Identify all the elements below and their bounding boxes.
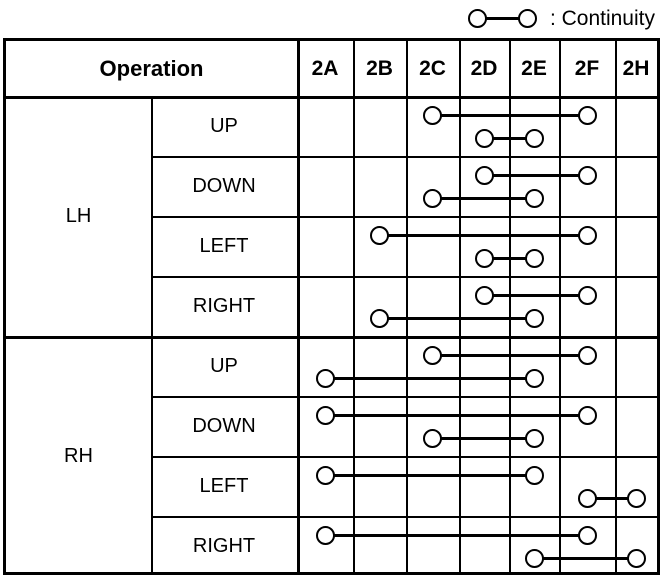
vline-col-0 bbox=[297, 41, 300, 572]
link-node-2b bbox=[370, 225, 389, 245]
link-node-2h bbox=[626, 548, 646, 568]
link-node-2a bbox=[315, 525, 335, 545]
hline-row-5 bbox=[151, 396, 657, 398]
legend: : Continuity bbox=[0, 0, 663, 36]
hline-row-7 bbox=[151, 516, 657, 518]
link-node-2d bbox=[474, 128, 494, 148]
link-node-2f bbox=[577, 525, 597, 545]
link-node-2f bbox=[577, 405, 597, 425]
hline-group-split bbox=[6, 336, 657, 339]
legend-node-right bbox=[517, 8, 537, 28]
link-line bbox=[325, 533, 587, 537]
hline-row-6 bbox=[151, 456, 657, 458]
link-line bbox=[325, 376, 534, 380]
operation-label-rh-up: UP bbox=[210, 354, 238, 377]
link-node-2c bbox=[423, 428, 442, 448]
continuity-table: Operation 2A 2B 2C 2D 2E 2F 2H LH RH UP DOWN LEFT RI… bbox=[3, 38, 660, 575]
link-line bbox=[432, 113, 587, 117]
hline-row-3 bbox=[151, 276, 657, 278]
column-header-2h: 2H bbox=[622, 56, 650, 80]
header-operation: Operation bbox=[99, 55, 204, 81]
column-header-2f: 2F bbox=[574, 56, 600, 80]
link-line bbox=[484, 173, 587, 177]
link-node-2a bbox=[315, 405, 335, 425]
table-header-row: Operation bbox=[6, 41, 657, 96]
vline-group-divider bbox=[151, 96, 153, 572]
link-node-2e bbox=[524, 128, 544, 148]
link-line bbox=[379, 233, 587, 237]
link-line bbox=[484, 136, 534, 140]
vline-col-1 bbox=[353, 41, 355, 572]
legend-label: : Continuity bbox=[549, 6, 655, 30]
link-line bbox=[432, 196, 534, 200]
hline-header bbox=[6, 96, 657, 99]
link-node-2e bbox=[524, 368, 544, 388]
link-node-2d bbox=[474, 285, 494, 305]
hline-row-2 bbox=[151, 216, 657, 218]
hline-row-1 bbox=[151, 156, 657, 158]
column-header-2b: 2B bbox=[366, 56, 393, 80]
link-node-2h bbox=[626, 488, 646, 508]
vline-col-4 bbox=[509, 41, 511, 572]
continuity-symbol-icon bbox=[467, 6, 546, 30]
link-node-2f bbox=[577, 225, 597, 245]
link-line bbox=[325, 413, 587, 417]
link-node-2c bbox=[423, 105, 442, 125]
operation-label-lh-down: DOWN bbox=[192, 174, 256, 197]
link-line bbox=[587, 496, 636, 500]
link-line bbox=[379, 316, 534, 320]
link-node-2f bbox=[577, 488, 597, 508]
link-node-2a bbox=[315, 368, 335, 388]
legend-node-left bbox=[467, 8, 487, 28]
link-node-2e bbox=[524, 188, 544, 208]
column-header-2e: 2E bbox=[521, 56, 547, 80]
link-node-2f bbox=[577, 105, 597, 125]
link-line bbox=[484, 293, 587, 297]
link-node-2d bbox=[474, 248, 494, 268]
vline-col-2 bbox=[406, 41, 408, 572]
column-header-2a: 2A bbox=[311, 56, 339, 80]
operation-label-lh-left: LEFT bbox=[199, 234, 249, 257]
link-line bbox=[484, 256, 534, 260]
operation-label-lh-up: UP bbox=[210, 114, 238, 137]
group-label-lh: LH bbox=[65, 204, 92, 227]
link-node-2c bbox=[423, 345, 442, 365]
link-node-2a bbox=[315, 465, 335, 485]
legend-connector-line bbox=[483, 16, 522, 20]
link-node-2c bbox=[423, 188, 442, 208]
link-line bbox=[534, 556, 636, 560]
operation-label-rh-right: RIGHT bbox=[192, 534, 256, 557]
link-node-2e bbox=[524, 548, 544, 568]
link-node-2b bbox=[370, 308, 389, 328]
link-line bbox=[432, 436, 534, 440]
column-header-2d: 2D bbox=[470, 56, 498, 80]
link-node-2d bbox=[474, 165, 494, 185]
link-node-2e bbox=[524, 308, 544, 328]
operation-label-rh-left: LEFT bbox=[199, 474, 249, 497]
column-header-2c: 2C bbox=[419, 56, 446, 80]
link-line bbox=[432, 353, 587, 357]
operation-label-lh-right: RIGHT bbox=[192, 294, 256, 317]
link-line bbox=[325, 473, 534, 477]
vline-col-5 bbox=[559, 41, 561, 572]
link-node-2f bbox=[577, 345, 597, 365]
link-node-2e bbox=[524, 428, 544, 448]
link-node-2f bbox=[577, 285, 597, 305]
link-node-2e bbox=[524, 248, 544, 268]
link-node-2f bbox=[577, 165, 597, 185]
group-label-rh: RH bbox=[64, 444, 93, 467]
link-node-2e bbox=[524, 465, 544, 485]
vline-col-6 bbox=[615, 41, 617, 572]
vline-col-3 bbox=[459, 41, 461, 572]
operation-label-rh-down: DOWN bbox=[192, 414, 256, 437]
